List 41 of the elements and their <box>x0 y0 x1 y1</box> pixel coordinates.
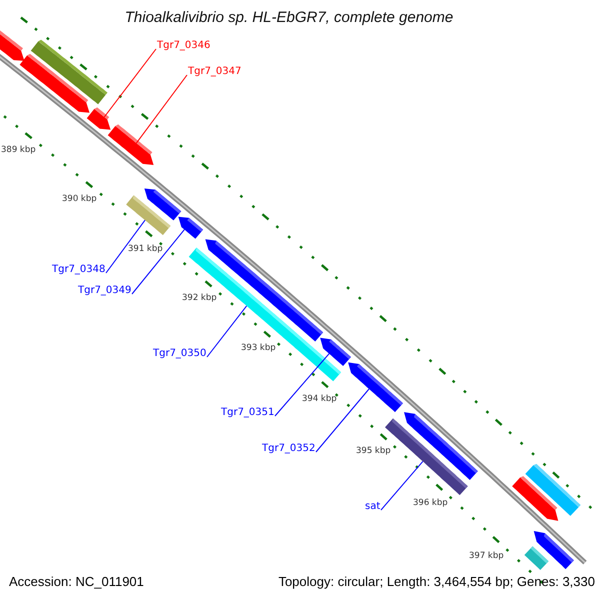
gene-block <box>86 107 111 130</box>
gene-block <box>178 216 204 239</box>
gene-block <box>320 338 351 366</box>
position-label: 395 kbp <box>356 446 391 456</box>
leader-line <box>274 353 330 416</box>
gene-label: Tgr7_0347 <box>188 66 242 78</box>
position-label: 393 kbp <box>241 343 276 353</box>
leader-line <box>132 229 185 294</box>
leader-line <box>106 220 146 274</box>
accession-text: Accession: NC_011901 <box>8 574 145 590</box>
leader-line <box>104 48 156 118</box>
gene-block <box>525 464 581 516</box>
position-label: 394 kbp <box>302 394 337 404</box>
gene-block <box>348 362 403 412</box>
leader-line <box>206 305 248 358</box>
gene-block <box>512 476 558 521</box>
leader-line <box>380 460 424 510</box>
gene-block <box>524 546 549 570</box>
gene-label: Tgr7_0348 <box>52 264 106 276</box>
gene-label: Tgr7_0350 <box>153 348 206 360</box>
gene-block <box>404 412 478 480</box>
gene-label: Tgr7_0349 <box>78 285 132 297</box>
gene-block <box>144 188 182 220</box>
gene-label: sat <box>365 501 380 513</box>
position-label: 391 kbp <box>128 244 163 254</box>
position-label: 390 kbp <box>62 194 97 204</box>
gene-label: Tgr7_0352 <box>262 443 316 455</box>
position-label: 392 kbp <box>182 293 217 303</box>
position-label: 389 kbp <box>1 145 36 155</box>
position-label: 396 kbp <box>413 498 448 508</box>
leader-line <box>316 388 370 452</box>
title: Thioalkalivibrio sp. HL-EbGR7, complete genome <box>124 9 454 27</box>
gene-block <box>20 54 90 113</box>
gene-label: Tgr7_0346 <box>157 40 210 52</box>
leader-line <box>136 74 188 144</box>
gene-label: Tgr7_0351 <box>221 407 274 419</box>
gene-block <box>108 124 154 165</box>
gene-block <box>30 40 108 104</box>
genome-info-text: Topology: circular; Length: 3,464,554 bp; Genes: 3,330 <box>277 574 596 590</box>
position-label: 397 kbp <box>469 551 504 561</box>
gene-block <box>0 30 24 61</box>
